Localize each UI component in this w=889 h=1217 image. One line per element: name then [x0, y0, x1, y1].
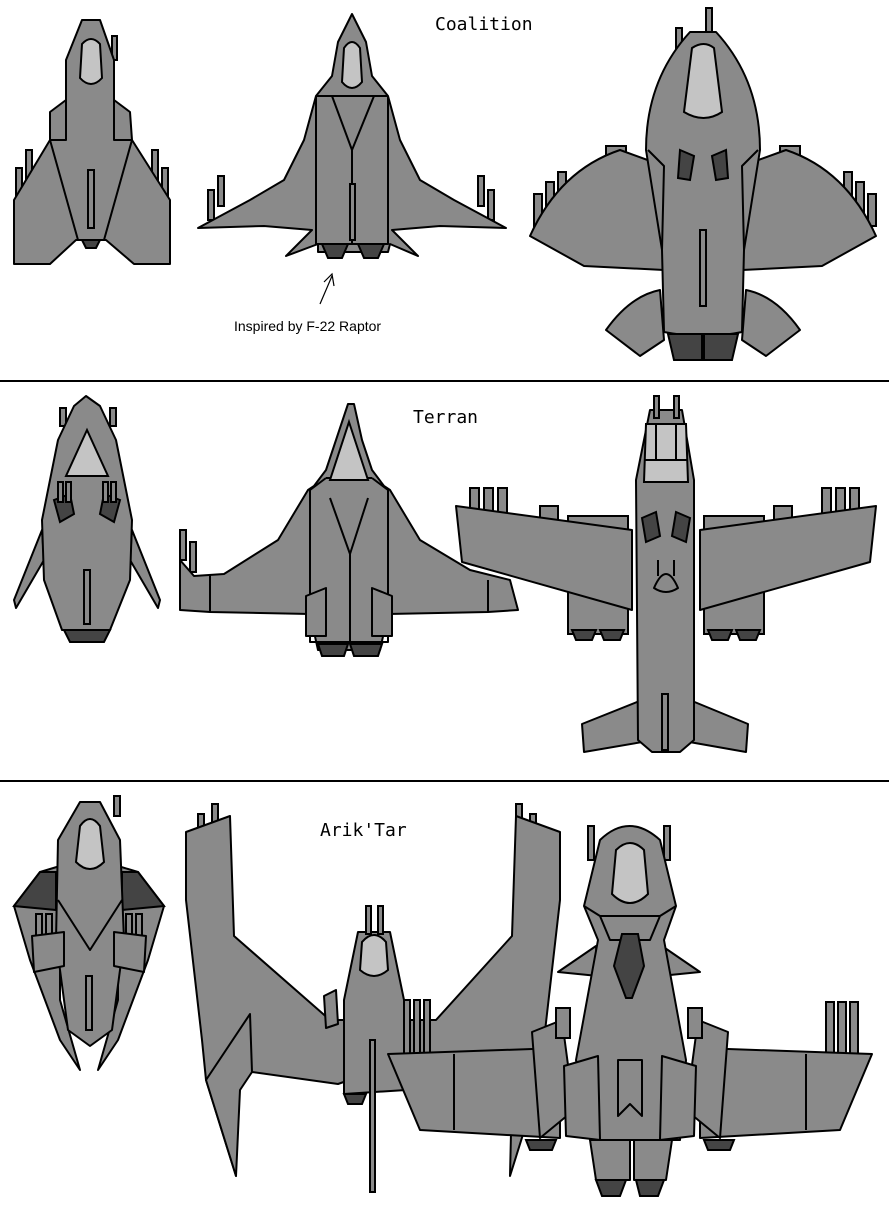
ariktar-heavy-ship: [387, 825, 873, 1197]
terran-section-title: Terran: [413, 407, 479, 428]
coalition-fighter-raptor: [197, 13, 507, 305]
ariktar-section-title: Arik'Tar: [320, 820, 407, 841]
f22-annotation: Inspired by F-22 Raptor: [234, 318, 382, 334]
ariktar-fighter-small: [12, 795, 166, 1071]
terran-heavy-ship: [455, 395, 877, 753]
section-divider-2: [0, 780, 889, 782]
coalition-heavy-ship: [529, 7, 877, 361]
coalition-fighter-small: [13, 19, 171, 265]
section-divider-1: [0, 380, 889, 382]
terran-fighter-small: [13, 395, 161, 643]
terran-fighter-delta: [179, 403, 519, 657]
coalition-section-title: Coalition: [435, 14, 533, 35]
